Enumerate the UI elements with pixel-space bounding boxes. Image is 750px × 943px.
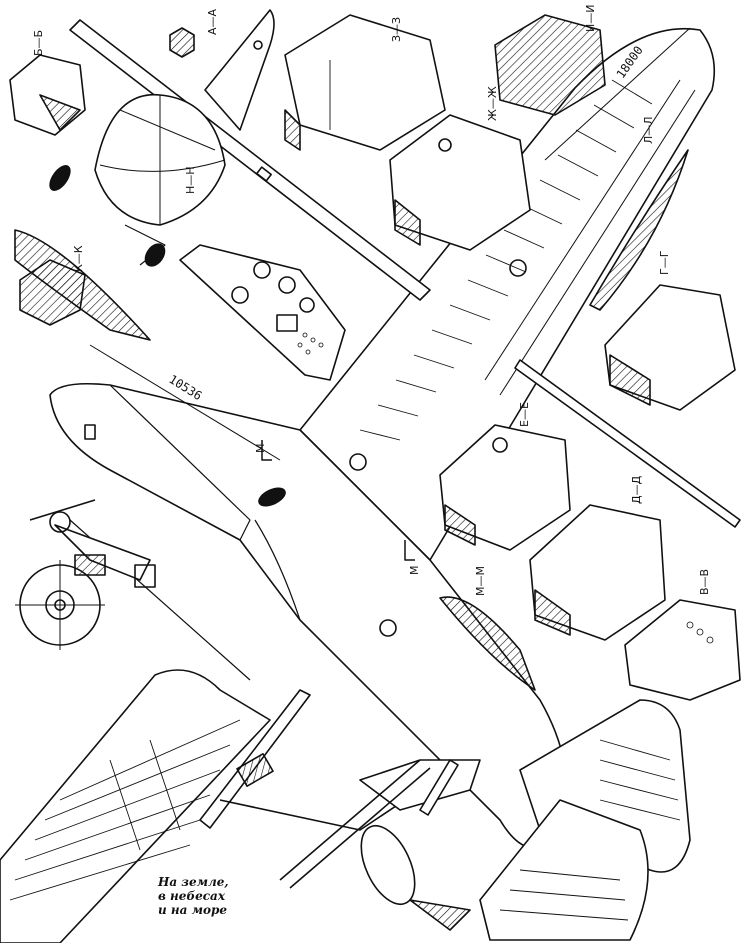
label-section-zhzh: Ж—Ж — [486, 86, 499, 121]
section-box-dd — [529, 504, 666, 641]
label-section-ii: И—И — [584, 5, 597, 32]
section-ii-profile — [494, 14, 606, 116]
section-kk-box — [19, 259, 86, 326]
section-box-zhzh — [389, 114, 531, 251]
dimension-length: 10536 — [166, 372, 204, 403]
section-mm-profile — [439, 596, 536, 691]
wing-strut-lower — [514, 359, 741, 528]
section-box-zz — [284, 14, 446, 151]
section-box-gg — [604, 284, 736, 411]
label-section-gg: Г—Г — [658, 250, 671, 275]
caption-line-2: в небесах — [158, 889, 225, 903]
section-box-bb — [9, 54, 86, 136]
section-marker-m-left — [261, 440, 272, 461]
vertical-fin-top — [204, 9, 275, 131]
tail-landing-gear — [199, 689, 481, 931]
section-marker-m-right — [404, 540, 415, 561]
label-section-nn: Н—Н — [184, 166, 197, 194]
caption-line-3: и на море — [158, 903, 228, 917]
wing-strut-upper — [69, 19, 431, 301]
label-marker-m-right: М — [408, 566, 421, 576]
nose-section-view — [49, 93, 226, 267]
section-box-vv — [624, 599, 741, 701]
section-box-ee — [439, 424, 571, 551]
dim-line-length — [89, 344, 281, 461]
dim-line-span — [544, 27, 691, 161]
label-marker-m-left: М — [254, 444, 267, 454]
label-section-vv: В—В — [698, 569, 711, 595]
caption-line-1: На земле, — [158, 875, 229, 889]
label-section-zz: З—З — [390, 17, 403, 42]
lower-tail-surface — [479, 799, 649, 941]
label-section-mm: М—М — [474, 566, 487, 596]
label-section-kk: К—К — [72, 245, 85, 272]
wing-ribs — [359, 79, 653, 441]
main-landing-gear — [15, 499, 156, 650]
label-section-bb: Б—Б — [32, 30, 45, 56]
label-section-ll: Л—Л — [642, 116, 655, 144]
instrument-panel — [179, 244, 346, 381]
label-section-ee: Е—Е — [518, 402, 531, 427]
label-section-dd: Д—Д — [630, 475, 643, 504]
section-ll-profile — [589, 149, 689, 311]
label-section-aa: А—А — [206, 8, 219, 35]
caption: На земле, в небесах и на море — [158, 875, 278, 917]
section-aa-hex — [169, 27, 195, 58]
lower-wing — [0, 669, 271, 943]
